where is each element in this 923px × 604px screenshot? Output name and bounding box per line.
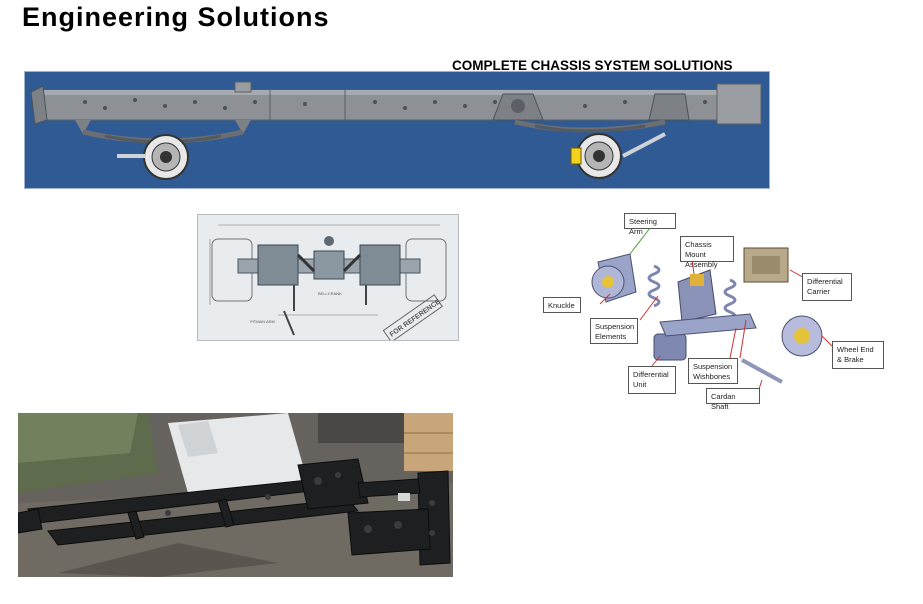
chassis-side-view	[24, 71, 770, 189]
callout-cardan-shaft: Cardan Shaft	[706, 388, 760, 411]
technical-drawing: PITMAN ARM BELLCRANK FOR REFERENCE	[197, 214, 459, 341]
exploded-view: Steering Arm Chassis Mount Assembly Diff…	[540, 210, 892, 411]
axle-drawing-illustration: PITMAN ARM BELLCRANK FOR REFERENCE	[198, 215, 458, 340]
callout-wheel-end-brake: Wheel End & Brake	[832, 341, 884, 369]
callout-suspension-elements: Suspension Elements	[590, 318, 638, 344]
exploded-view-illustration	[591, 227, 833, 393]
svg-text:BELLCRANK: BELLCRANK	[318, 291, 342, 296]
chassis-frame-photo-illustration	[18, 413, 453, 577]
callout-steering-arm: Steering Arm	[624, 213, 676, 236]
chassis-side-view-illustration	[30, 81, 762, 180]
callout-chassis-mount-assembly: Chassis Mount Assembly	[680, 236, 734, 269]
callout-differential-carrier: Differential Carrier	[802, 273, 852, 301]
chassis-frame-photo	[18, 413, 453, 577]
svg-text:PITMAN ARM: PITMAN ARM	[250, 319, 275, 324]
page-title: Engineering Solutions	[22, 2, 330, 32]
callout-suspension-wishbones: Suspension Wishbones	[688, 358, 738, 384]
callout-knuckle: Knuckle	[543, 297, 581, 313]
section-subtitle: COMPLETE CHASSIS SYSTEM SOLUTIONS	[452, 58, 733, 73]
callout-differential-unit: Differential Unit	[628, 366, 676, 394]
